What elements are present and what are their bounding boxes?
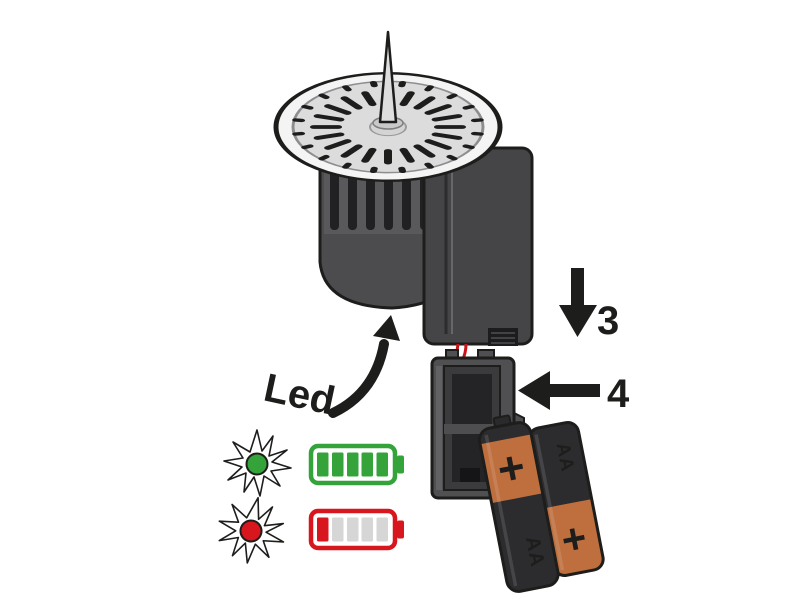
vent-slot	[366, 170, 375, 230]
battery-nub	[397, 520, 404, 539]
disc-vent-slot	[462, 144, 475, 150]
battery-copper-end	[542, 499, 598, 539]
battery-level-low-icon	[308, 508, 404, 551]
disc-vent-slot	[424, 139, 452, 150]
repeller-device	[273, 30, 534, 500]
vent-slot	[402, 170, 411, 230]
battery-sheen	[484, 434, 518, 587]
green-led-dot	[245, 452, 269, 476]
disc-vent-slot	[431, 132, 463, 140]
red-led-dot	[239, 519, 263, 543]
battery-bar	[317, 452, 329, 477]
step-3-number: 3	[597, 299, 619, 343]
battery-copper-end	[480, 434, 543, 504]
disc-vent-slot	[399, 91, 415, 107]
led-label: Led	[260, 366, 339, 424]
disc-vent-slot	[313, 114, 345, 122]
battery-sheen	[534, 434, 565, 571]
disc-vent-slot	[361, 147, 377, 163]
ground-spike	[372, 30, 404, 130]
battery-bar-empty	[332, 517, 344, 542]
vent-slot	[330, 170, 339, 230]
battery-bar	[347, 452, 359, 477]
battery-bar	[317, 517, 329, 542]
spike-cone	[378, 30, 398, 124]
battery-level-full-icon	[308, 443, 404, 486]
battery-bar-empty	[347, 517, 359, 542]
battery-bar	[361, 452, 373, 477]
led-curved-arrow	[328, 339, 389, 418]
battery-bar-empty	[376, 517, 388, 542]
left-arrow-shaft-icon	[548, 384, 600, 397]
disc-vent-slot	[446, 155, 458, 161]
disc-vent-slot	[470, 131, 484, 136]
left-arrow-head-icon	[518, 371, 550, 410]
disc-vent-slot	[324, 104, 352, 115]
disc-vent-slot	[301, 104, 314, 110]
battery-bar	[332, 452, 344, 477]
disc-vent-slot	[431, 114, 463, 122]
disc-vent-slot	[340, 144, 363, 158]
battery-bar-empty	[361, 517, 373, 542]
indicator-red-spark	[211, 490, 293, 571]
step-3-callout: 3	[559, 268, 619, 343]
disc-vent-slot	[369, 166, 378, 174]
disc-slot-ring	[292, 80, 484, 174]
disc-vent-slot	[399, 147, 415, 163]
vent-slot	[348, 170, 357, 230]
battery-nub	[397, 455, 404, 474]
indicator-green-spark	[223, 429, 292, 497]
step-4-number: 4	[607, 372, 630, 416]
disc-vent-slot	[324, 139, 352, 150]
disc-vent-slot	[413, 96, 436, 110]
aa-battery-front: + AA	[478, 414, 560, 593]
battery-outline-stroke	[478, 421, 560, 593]
disc-vent-slot	[470, 118, 484, 123]
disc-vent-slot	[292, 131, 306, 136]
disc-vent-slot	[462, 104, 475, 110]
battery-module-housing	[422, 146, 534, 346]
holder-crossbar	[444, 424, 500, 434]
down-arrow-head-icon	[559, 305, 597, 337]
disc-vent-slot	[434, 125, 466, 129]
disc-vent-slot	[446, 93, 458, 99]
disc-vent-slot	[398, 80, 407, 88]
disc-vent-slot	[424, 85, 434, 92]
battery-module	[422, 146, 534, 346]
disc-vent-slot	[413, 144, 436, 158]
disc-vent-slot	[313, 132, 345, 140]
down-arrow-shaft-icon	[571, 268, 584, 310]
disc-vent-slot	[398, 166, 407, 174]
disc-vent-slot	[342, 85, 352, 92]
led-callout: Led	[260, 315, 400, 424]
disc-vent-slot	[318, 93, 330, 99]
disc-vent-slot	[342, 162, 352, 169]
vent-slot	[384, 170, 393, 230]
disc-vent-slot	[301, 144, 314, 150]
holder-slot	[460, 468, 480, 482]
step-4-callout: 4	[518, 371, 630, 416]
disc-vent-slot	[424, 104, 452, 115]
disc-vent-slot	[369, 80, 378, 88]
disc-vent-slot	[292, 118, 306, 123]
disc-vent-slot	[424, 162, 434, 169]
disc-vent-slot	[384, 149, 392, 165]
aa-battery-rear: + AA	[527, 420, 605, 577]
led-arrowhead-icon	[373, 315, 400, 341]
disc-vent-slot	[310, 125, 342, 129]
holder-ridge	[436, 366, 442, 490]
disc-vent-slot	[340, 96, 363, 110]
disc-vent-slot	[361, 91, 377, 107]
disc-vent-slot	[318, 155, 330, 161]
battery-bar	[376, 452, 388, 477]
